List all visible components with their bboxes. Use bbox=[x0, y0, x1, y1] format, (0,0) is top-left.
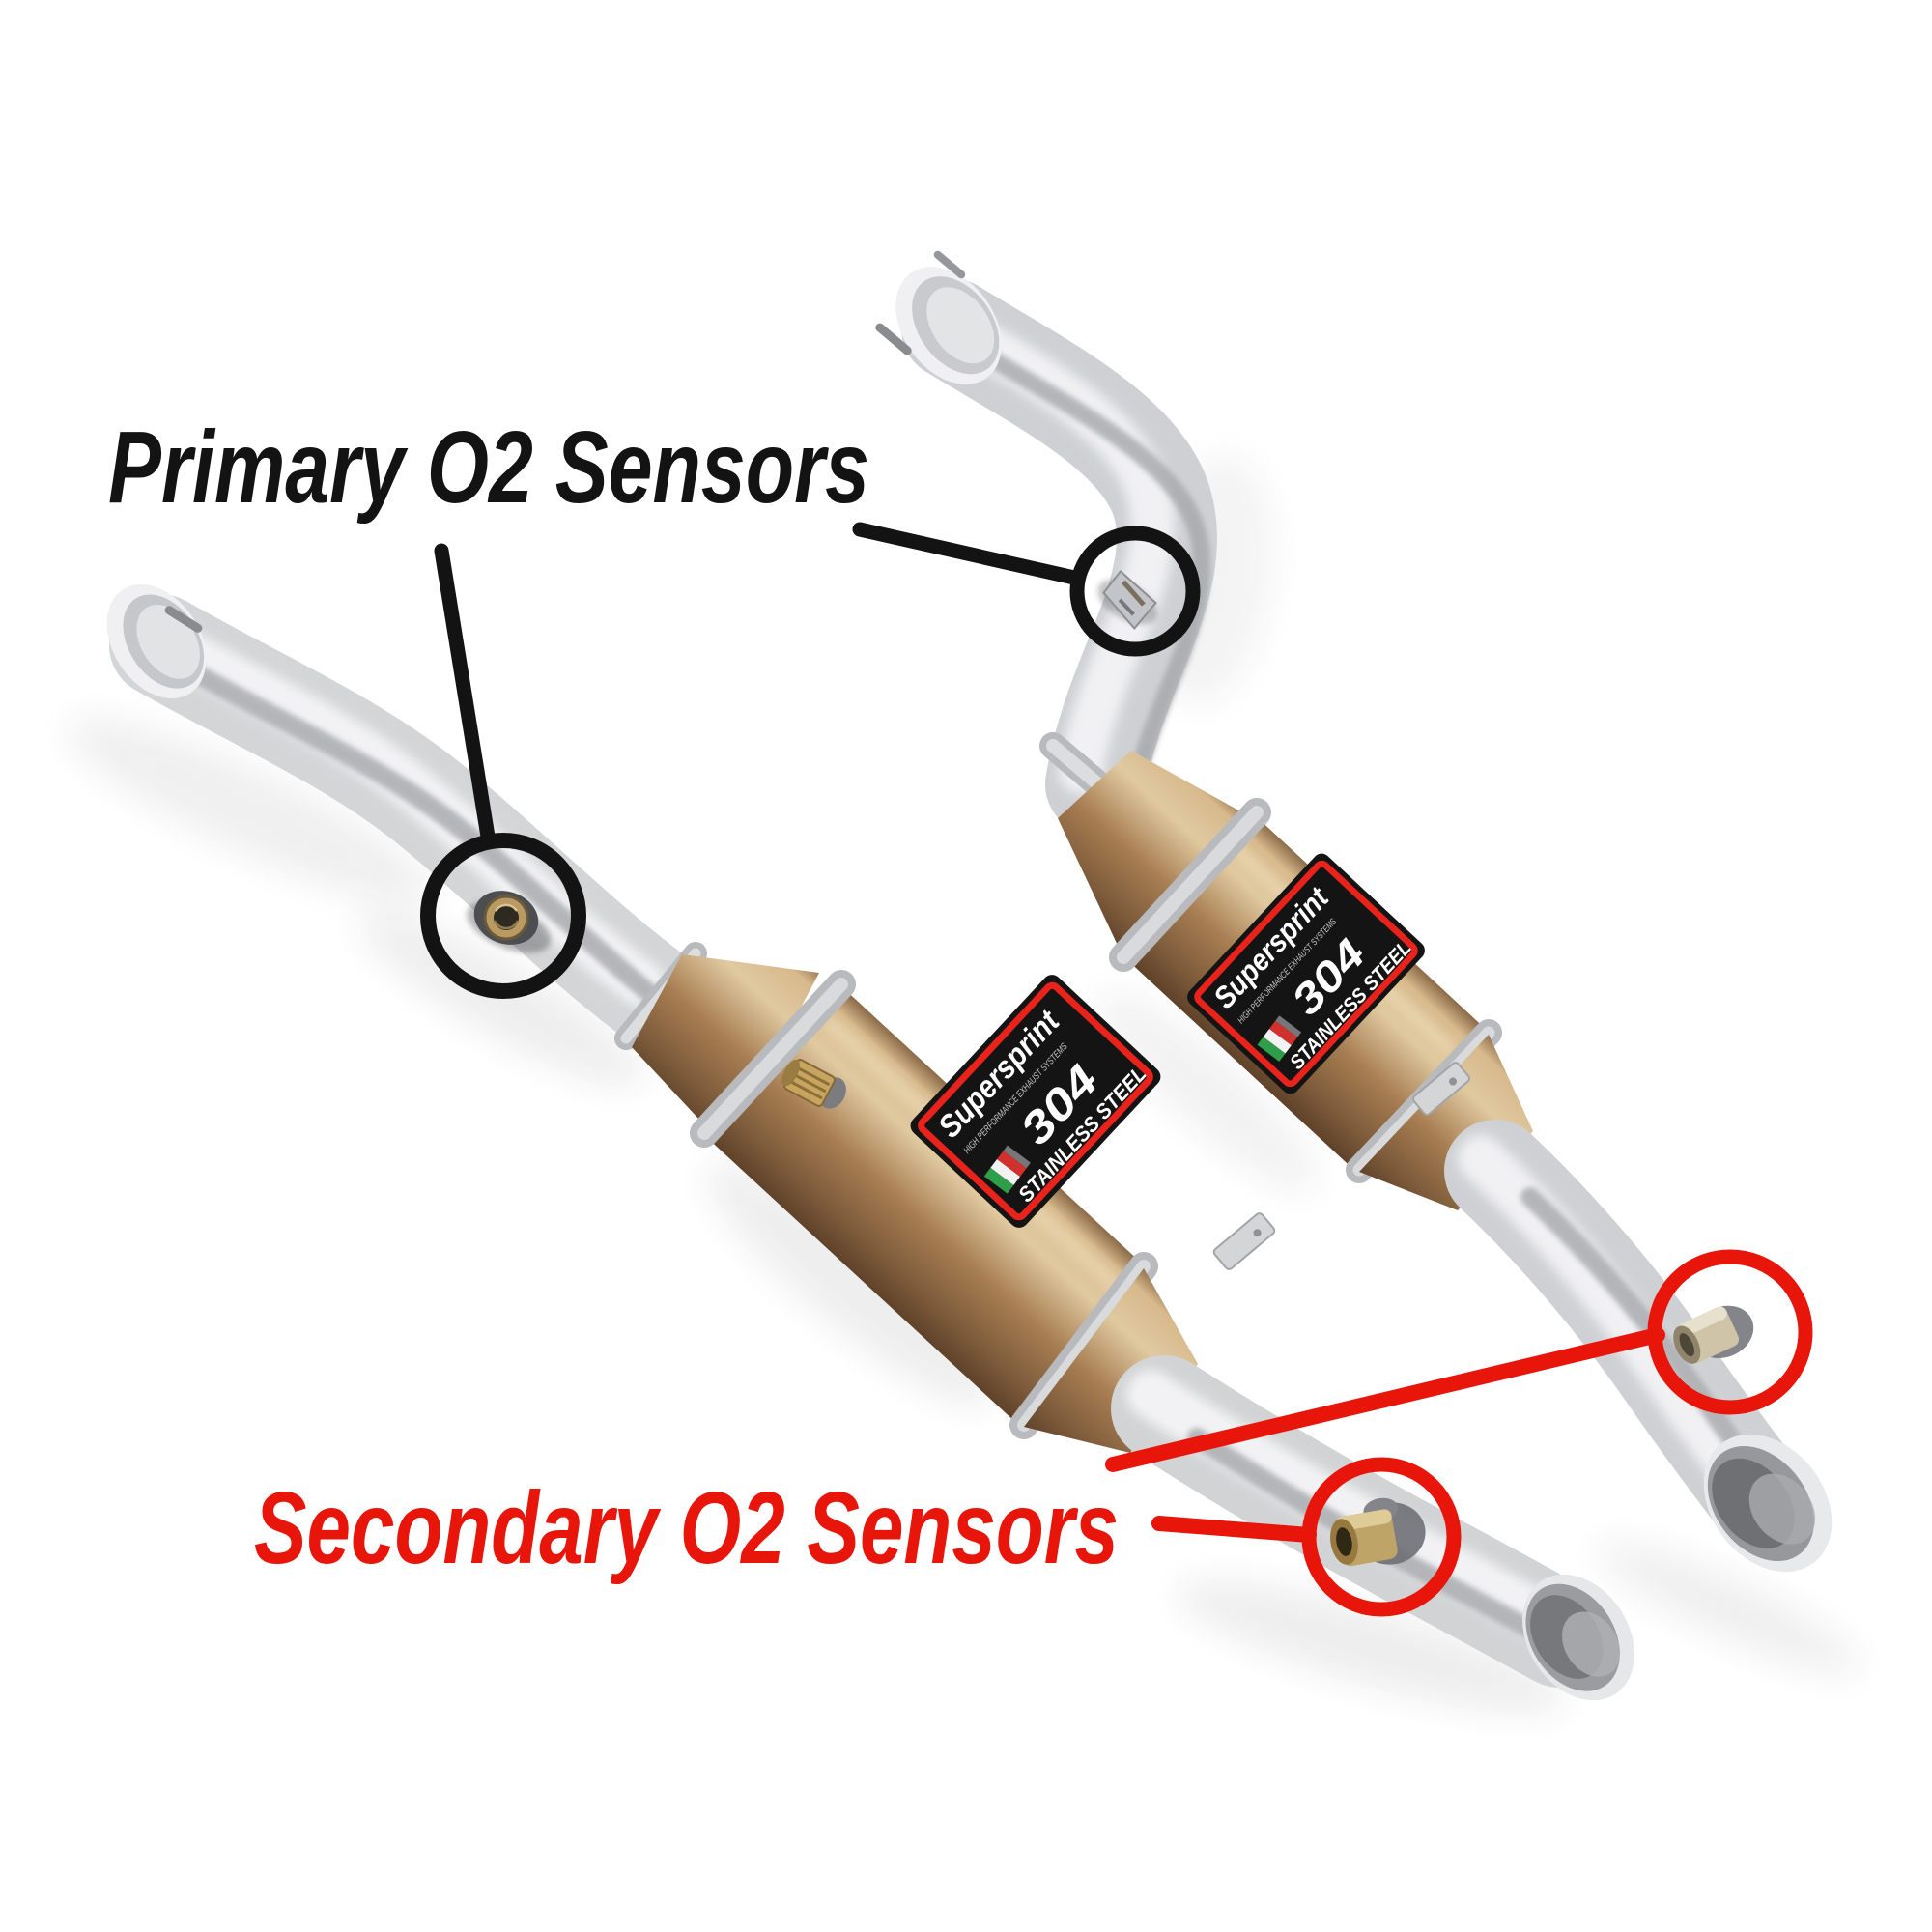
right-pipe-inlet-opening bbox=[895, 267, 1002, 384]
secondary-leader-line-short bbox=[1151, 1516, 1317, 1543]
left-downpipe bbox=[106, 583, 1634, 1701]
label-red-border bbox=[1194, 860, 1418, 1088]
secondary-circle-right bbox=[1647, 1249, 1813, 1415]
italian-flag-icon bbox=[983, 1145, 1031, 1194]
primary-circle-left bbox=[420, 833, 586, 999]
left-weld-ring-inlet bbox=[690, 970, 856, 1148]
primary-label: Primary O2 Sensors bbox=[108, 411, 869, 525]
secondary-annotation: Secondary O2 Sensors bbox=[254, 1249, 1813, 1617]
right-cat-inlet-cone bbox=[1058, 751, 1260, 952]
secondary-circle-left bbox=[1301, 1457, 1462, 1617]
primary-o2-bung-right bbox=[1097, 569, 1157, 631]
primary-leader-line-right bbox=[852, 522, 1082, 585]
label-red-border bbox=[918, 981, 1153, 1221]
italian-flag-icon bbox=[1257, 1015, 1302, 1062]
primary-circle-right bbox=[1069, 526, 1201, 657]
right-inlet-slot-cuts bbox=[875, 250, 966, 355]
left-cat-brass-bung bbox=[781, 1059, 846, 1109]
right-pipe-end-opening bbox=[1703, 1434, 1833, 1573]
left-pipe-end-opening bbox=[1522, 1574, 1634, 1701]
primary-o2-bung-left bbox=[467, 891, 552, 953]
secondary-o2-bung-right bbox=[1673, 1305, 1754, 1364]
secondary-label: Secondary O2 Sensors bbox=[254, 1471, 1119, 1585]
left-weld-ring-outlet bbox=[1009, 1252, 1158, 1439]
left-inlet-slot-cut bbox=[164, 606, 203, 633]
primary-leader-line-left bbox=[434, 543, 497, 850]
left-cat-inlet-cone bbox=[632, 954, 819, 1149]
primary-annotation: Primary O2 Sensors bbox=[108, 411, 1201, 999]
left-bracket-tab bbox=[1212, 1212, 1276, 1270]
right-bracket-tab bbox=[1411, 1062, 1471, 1116]
secondary-leader-line-long bbox=[1105, 1327, 1665, 1472]
right-weld-ring-inlet bbox=[1109, 798, 1271, 972]
secondary-o2-bung-left bbox=[1330, 1497, 1426, 1567]
